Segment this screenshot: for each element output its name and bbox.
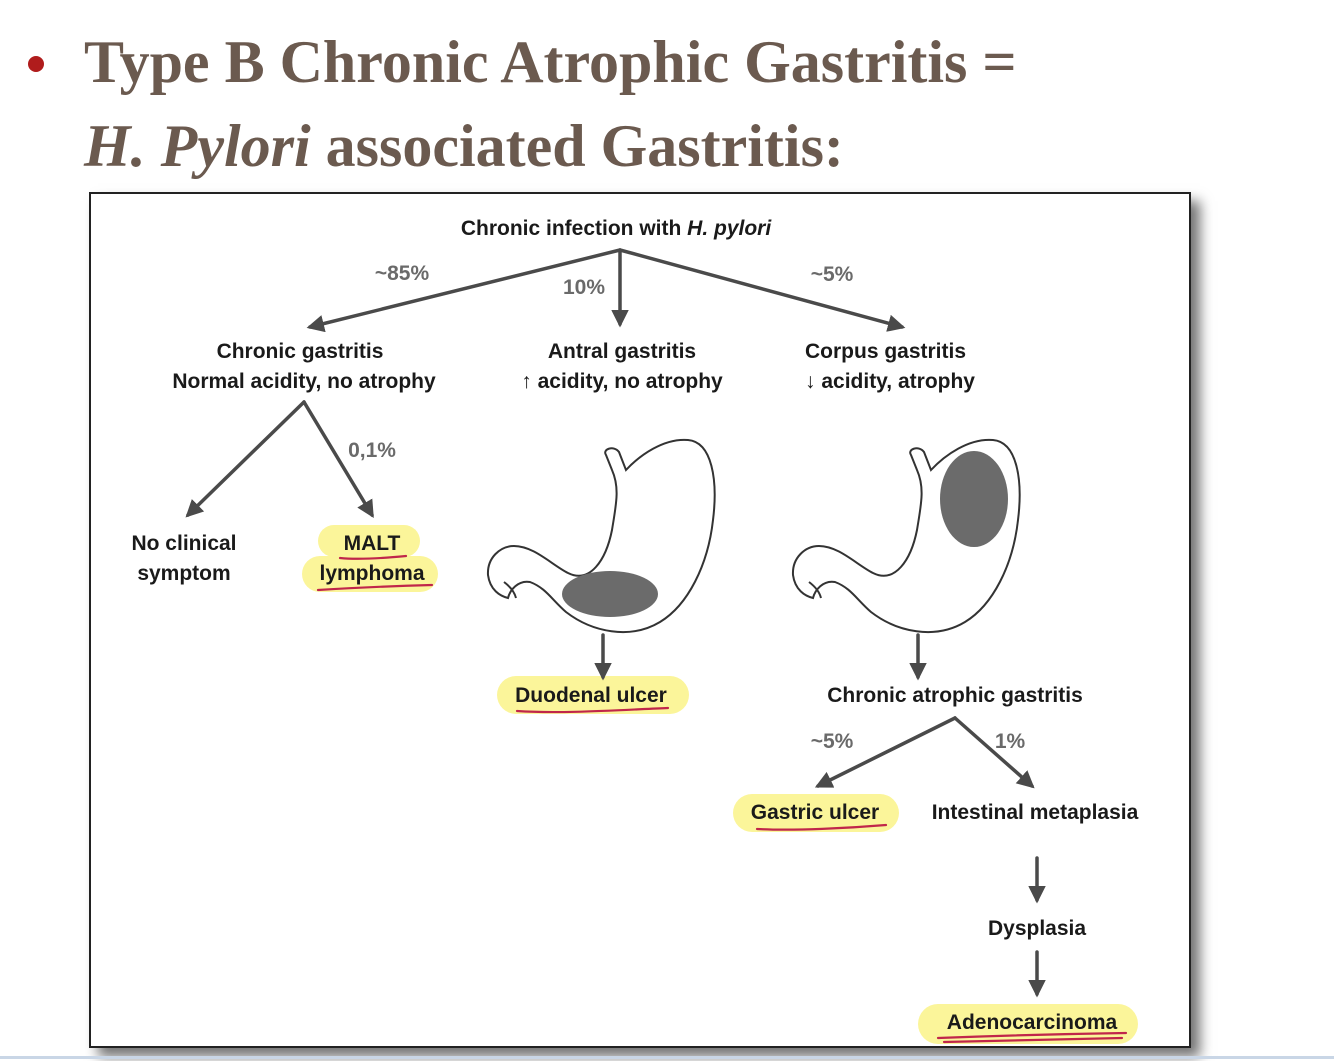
heading-line-2: H. Pylori associated Gastritis: [84, 106, 844, 186]
underlines [316, 554, 1128, 1044]
highlight-duodenal [497, 676, 689, 714]
pct-malt: 0,1% [348, 439, 396, 462]
stomach-antral-icon [486, 438, 716, 633]
mid-title: Antral gastritis [548, 340, 696, 363]
arrow-to-metaplasia [953, 716, 1035, 789]
arrow-to-no-symptom [185, 400, 306, 518]
mid-sub: ↑ acidity, no atrophy [521, 370, 723, 393]
underline-adenocarcinoma-2 [942, 1036, 1124, 1044]
highlight-lymphoma [302, 556, 438, 592]
heading-rest: associated Gastritis: [310, 113, 844, 179]
pct-gastric-ulcer: ~5% [811, 730, 854, 753]
corpus-lesion [940, 451, 1008, 547]
intestinal-metaplasia: Intestinal metaplasia [932, 801, 1139, 824]
underline-duodenal [515, 706, 670, 714]
arrow-to-malt [302, 400, 374, 518]
pct-right: ~5% [811, 263, 854, 286]
stomach-corpus-icon [791, 438, 1021, 633]
diagram-frame [89, 192, 1191, 1048]
pct-left: ~85% [375, 262, 430, 285]
pct-metaplasia: 1% [995, 730, 1026, 753]
adenocarcinoma: Adenocarcinoma [947, 1011, 1118, 1034]
heading-line-1: Type B Chronic Atrophic Gastritis = [84, 29, 1017, 95]
underline-adenocarcinoma-1 [936, 1031, 1128, 1040]
antral-lesion [562, 571, 658, 617]
dysplasia: Dysplasia [988, 917, 1086, 940]
arrow-to-gastric-ulcer [814, 716, 957, 788]
arrow-to-chronic [306, 248, 622, 333]
right-title: Corpus gastritis [805, 340, 966, 363]
left-title: Chronic gastritis [217, 340, 384, 363]
gastric-ulcer: Gastric ulcer [751, 801, 879, 824]
pct-mid: 10% [563, 276, 605, 299]
malt-line-1: MALT [344, 532, 401, 555]
duodenal-ulcer: Duodenal ulcer [515, 684, 667, 707]
root-label: Chronic infection with H. pylori [461, 217, 773, 240]
right-sub: ↓ acidity, atrophy [805, 370, 975, 393]
chronic-atrophic-gastritis: Chronic atrophic gastritis [827, 684, 1083, 707]
arrows [185, 248, 1046, 998]
highlight-gastric-ulcer [733, 794, 899, 832]
underline-malt [338, 554, 408, 560]
underline-gastric-ulcer [755, 823, 888, 831]
bullet-icon [28, 56, 44, 72]
no-symptom-line-1: No clinical [131, 532, 236, 555]
highlight-malt [318, 525, 420, 557]
malt-line-2: lymphoma [319, 562, 424, 585]
highlights [302, 525, 1138, 1044]
underline-lymphoma [316, 583, 434, 592]
arrow-to-corpus [618, 248, 906, 332]
no-symptom-line-2: symptom [137, 562, 230, 585]
bottom-rule [0, 1056, 1334, 1059]
heading-italic-term: H. Pylori [84, 113, 311, 179]
left-sub: Normal acidity, no atrophy [172, 370, 436, 393]
